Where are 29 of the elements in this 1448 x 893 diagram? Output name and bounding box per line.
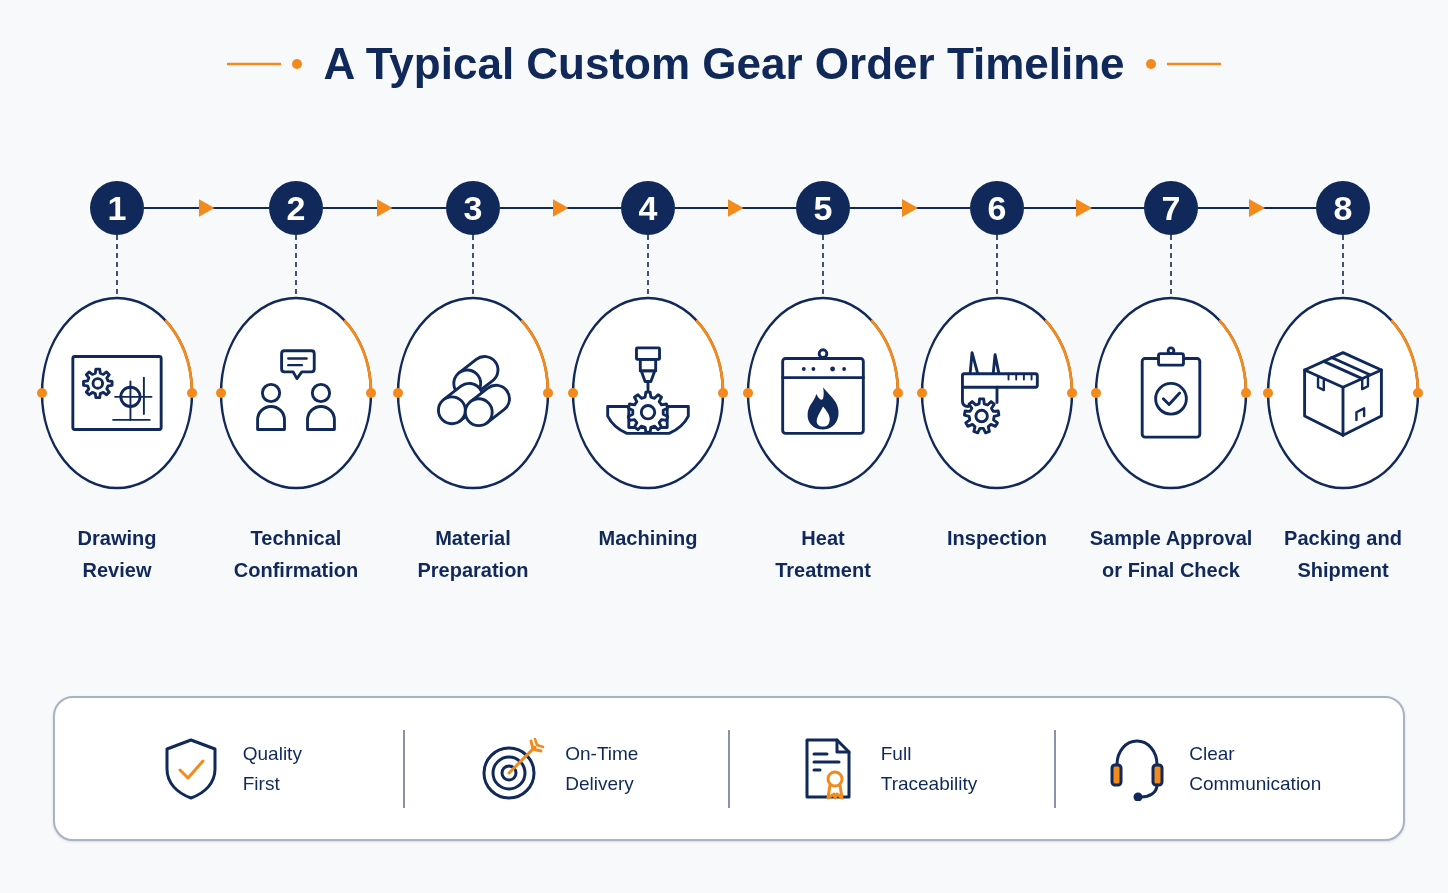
feature-label: Quality First xyxy=(242,741,303,796)
dashed-connector-line xyxy=(1342,234,1344,297)
step-label: Material Preparation xyxy=(416,526,530,583)
dashed-connector-line xyxy=(472,234,474,297)
dashed-connector-line xyxy=(116,234,118,297)
dashed-connector-line xyxy=(647,234,649,297)
feature-panel xyxy=(53,696,1405,841)
arrow-connector xyxy=(144,199,269,217)
title: A Typical Custom Gear Order Timeline xyxy=(323,38,1125,90)
step-label: Drawing Review xyxy=(76,526,158,583)
step-label: Packing and Shipment xyxy=(1283,526,1403,583)
feature-label: Clear Communication xyxy=(1189,741,1323,796)
dashed-connector-line xyxy=(996,234,998,297)
arrow-connector xyxy=(323,199,446,217)
dashed-connector-line xyxy=(1170,234,1172,297)
step-label: Sample Approval or Final Check xyxy=(1088,526,1254,583)
arrow-connector xyxy=(675,199,796,217)
step-label: Machining xyxy=(597,526,699,551)
dashed-connector-line xyxy=(822,234,824,297)
step-label: Technical Confirmation xyxy=(232,526,360,583)
step-label: Heat Treatment xyxy=(774,526,872,583)
arrow-connector xyxy=(500,199,621,217)
arrow-connector xyxy=(850,199,970,217)
arrow-connector xyxy=(1024,199,1144,217)
feature-label: On-Time Delivery xyxy=(565,741,640,796)
feature-label: Full Traceability xyxy=(880,741,979,796)
arrow-connector xyxy=(1198,199,1316,217)
dashed-connector-line xyxy=(295,234,297,297)
step-label: Inspection xyxy=(946,526,1048,551)
